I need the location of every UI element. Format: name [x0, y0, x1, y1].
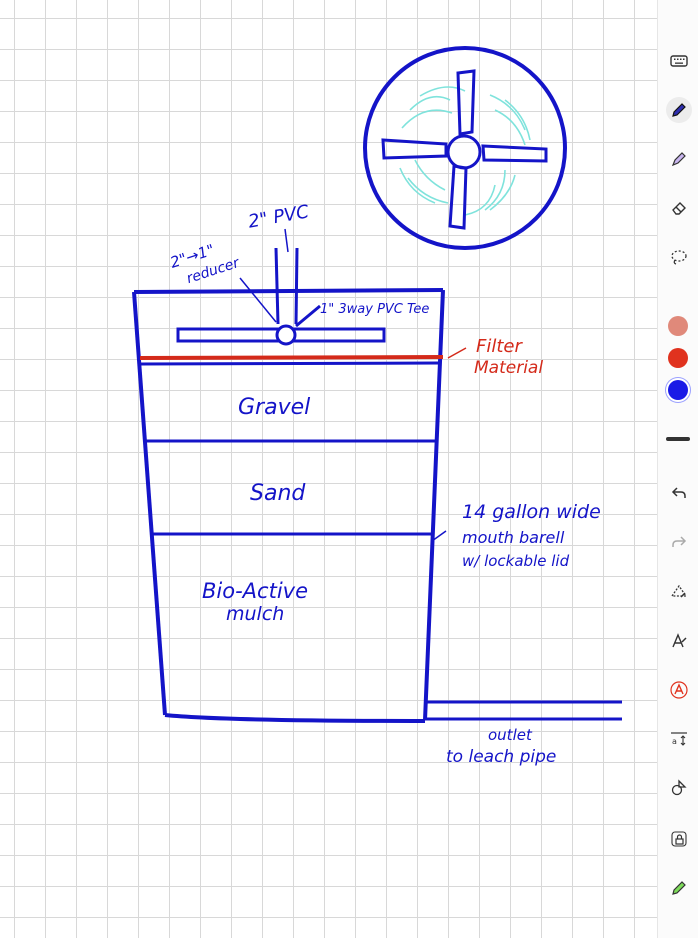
inlet-pipe: [239, 228, 321, 328]
distributor-bar: [176, 324, 386, 346]
lasso-icon[interactable]: [666, 244, 692, 270]
highlighter-icon[interactable]: [666, 146, 692, 172]
layer-mulch-1: Bio-Active: [202, 579, 308, 603]
filter-material-line: [139, 347, 467, 360]
barrel-label-1: 14 gallon wide: [462, 501, 601, 523]
layer-mulch-2: mulch: [226, 603, 284, 625]
palette-divider: [666, 437, 690, 441]
spacing-icon[interactable]: a: [666, 726, 692, 752]
filter-label-1: Filter: [476, 336, 523, 357]
layer-gravel: Gravel: [238, 395, 310, 420]
outlet-label-1: outlet: [488, 726, 533, 744]
redo-icon[interactable]: [666, 529, 692, 555]
lock-icon[interactable]: [666, 826, 692, 852]
tee-label: 1" 3way PVC Tee: [320, 302, 429, 317]
text-tool-icon[interactable]: [666, 628, 692, 654]
outlet-label-2: to leach pipe: [446, 747, 556, 767]
pipe-label: 2" PVC: [247, 201, 311, 232]
shapes-icon[interactable]: [666, 775, 692, 801]
fan-top-view: [363, 46, 567, 250]
tool-palette: a: [657, 0, 698, 938]
barrel: [132, 288, 445, 723]
shape-recognize-icon[interactable]: [666, 578, 692, 604]
pen-icon[interactable]: [666, 97, 692, 123]
color-swatch-salmon[interactable]: [668, 316, 688, 336]
layer-sand: Sand: [250, 481, 306, 506]
color-swatch-blue[interactable]: [668, 380, 688, 400]
sketch: 2" PVC 2"→1" reducer 1" 3way PVC Tee Fil…: [132, 46, 622, 767]
color-swatch-red[interactable]: [668, 348, 688, 368]
green-marker-icon[interactable]: [666, 875, 692, 901]
svg-text:a: a: [672, 737, 677, 746]
filter-label-2: Material: [474, 358, 543, 378]
undo-icon[interactable]: [666, 480, 692, 506]
barrel-label-3: w/ lockable lid: [462, 552, 570, 570]
eraser-icon[interactable]: [666, 195, 692, 221]
keyboard-icon[interactable]: [666, 48, 692, 74]
outlet-pipe: [425, 700, 622, 721]
drawing-canvas[interactable]: 2" PVC 2"→1" reducer 1" 3way PVC Tee Fil…: [0, 0, 657, 938]
handwriting-text-icon[interactable]: [666, 677, 692, 703]
barrel-label-2: mouth barell: [462, 528, 565, 547]
